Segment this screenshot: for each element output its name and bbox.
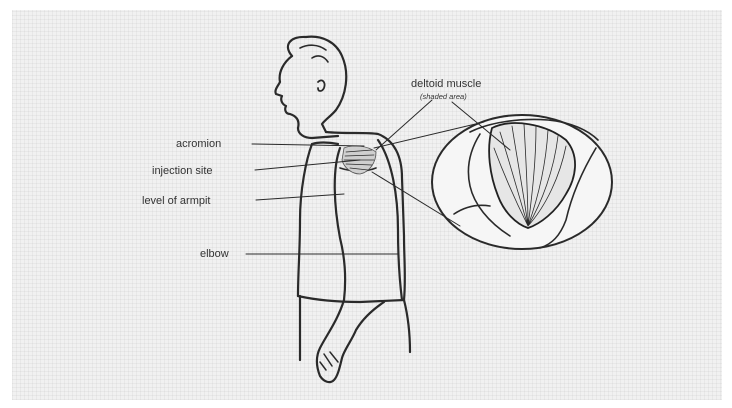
label-acromion: acromion bbox=[176, 138, 221, 150]
label-injection-site: injection site bbox=[152, 165, 213, 177]
chest-front-outline bbox=[298, 144, 312, 296]
label-deltoid-subtitle: (shaded area) bbox=[420, 92, 467, 101]
label-level-of-armpit: level of armpit bbox=[142, 195, 210, 207]
upper-arm-back bbox=[378, 140, 402, 300]
trouser-outline bbox=[300, 296, 410, 360]
deltoid-inset bbox=[432, 115, 612, 249]
shirt-collar bbox=[312, 143, 338, 145]
human-figure bbox=[275, 37, 410, 382]
upper-arm-front bbox=[335, 148, 345, 300]
labels: acromion injection site level of armpit … bbox=[142, 78, 481, 260]
label-deltoid-muscle: deltoid muscle bbox=[411, 78, 481, 90]
face-profile bbox=[275, 56, 298, 128]
label-elbow: elbow bbox=[200, 248, 229, 260]
ear bbox=[318, 80, 325, 91]
acromion-leader-line bbox=[252, 144, 364, 146]
hair-strands bbox=[300, 45, 328, 62]
forearm-and-hand bbox=[317, 300, 384, 382]
deltoid-leader-line-1 bbox=[376, 100, 432, 150]
fingers bbox=[320, 352, 338, 370]
shirt-hem bbox=[298, 296, 404, 302]
